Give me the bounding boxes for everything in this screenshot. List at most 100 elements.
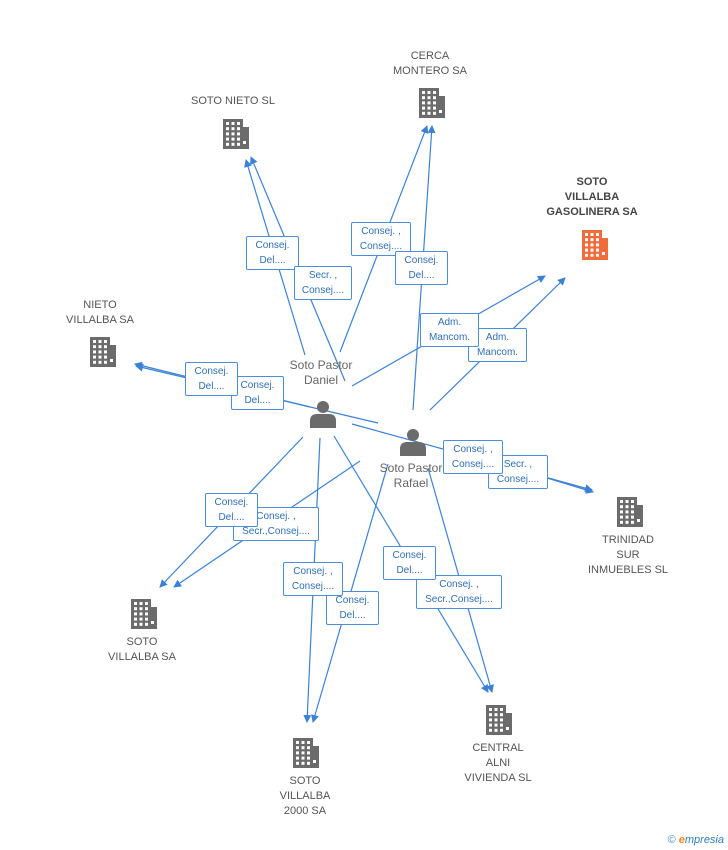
building-window	[93, 355, 96, 359]
role-line: Consej.	[255, 240, 290, 251]
building-window	[104, 360, 107, 364]
building-window	[427, 101, 431, 105]
label-line: GASOLINERA SA	[546, 206, 638, 218]
role-box[interactable]: Adm. Mancom.	[420, 313, 479, 347]
role-box[interactable]: Consej. , Secr.,Consej....	[416, 575, 502, 609]
building-window	[625, 510, 629, 514]
building-window	[585, 233, 588, 236]
role-box[interactable]: Consej. Del....	[383, 546, 436, 580]
company-label-soto-villalba-2000[interactable]: SOTO VILLALBA 2000 SA	[280, 774, 331, 819]
label-line: Soto Pastor	[379, 461, 443, 475]
building-window	[145, 602, 148, 605]
building-window	[307, 761, 310, 765]
building-icon[interactable]	[486, 705, 512, 735]
building-icon[interactable]	[617, 497, 643, 527]
brand-logo: empresia	[679, 834, 724, 846]
building-window	[93, 360, 96, 364]
building-window	[602, 252, 605, 255]
company-label-nieto-villalba[interactable]: NIETO VILLALBA SA	[66, 298, 134, 328]
role-box[interactable]: Consej. Del....	[205, 493, 258, 527]
building-window	[631, 500, 634, 503]
building-window	[134, 602, 137, 605]
building-window	[134, 607, 137, 611]
role-line: Consej. ,	[361, 226, 401, 237]
label-line: CENTRAL	[472, 742, 524, 754]
role-line: Secr. ,	[503, 459, 533, 470]
label-line: Soto Pastor	[289, 358, 353, 372]
role-line: Consej.	[194, 366, 229, 377]
role-box[interactable]: Consej. , Consej....	[443, 440, 503, 474]
role-box[interactable]: Consej. Del....	[231, 376, 284, 410]
building-window	[433, 106, 436, 110]
company-label-cerca-montero[interactable]: CERCA MONTERO SA	[393, 49, 467, 79]
label-line: 2000 SA	[283, 805, 327, 817]
role-line: Secr.,Consej....	[242, 526, 310, 537]
building-window	[590, 233, 594, 236]
icons-layer	[90, 88, 643, 768]
person-icon[interactable]	[400, 429, 426, 456]
role-line: Consej....	[359, 241, 403, 252]
person-label-daniel[interactable]: Soto Pastor Daniel	[290, 358, 353, 388]
label-line: SOTO	[289, 775, 321, 787]
building-window	[301, 756, 305, 760]
building-window	[433, 91, 436, 94]
role-box[interactable]: Consej. Del....	[395, 251, 448, 285]
company-label-trinidad-sur[interactable]: TRINIDAD SUR INMUEBLES SL	[588, 533, 668, 578]
building-icon[interactable]	[223, 119, 249, 149]
building-window	[427, 106, 431, 110]
company-label-central-alni[interactable]: CENTRAL ALNI VIVIENDA SL	[464, 741, 531, 786]
role-line: Consej....	[496, 474, 540, 485]
building-icon[interactable]	[131, 599, 157, 629]
building-window	[494, 713, 498, 717]
building-window	[596, 243, 599, 247]
role-line: Del....	[339, 610, 366, 621]
building-window	[104, 350, 107, 354]
person-label-rafael[interactable]: Soto Pastor Rafael	[380, 461, 443, 491]
company-label-soto-villalba-gasolinera[interactable]: SOTO VILLALBA GASOLINERA SA	[546, 175, 637, 220]
building-window	[422, 101, 425, 105]
role-box[interactable]: Consej. Del....	[326, 591, 379, 625]
building-window	[307, 746, 310, 750]
building-window	[625, 500, 629, 503]
building-window	[98, 350, 102, 354]
building-icon[interactable]	[419, 88, 445, 118]
building-window	[422, 111, 425, 115]
person-body	[310, 414, 336, 428]
building-window	[231, 137, 235, 141]
person-icon[interactable]	[310, 401, 336, 428]
building-window	[226, 137, 229, 141]
building-window	[226, 132, 229, 136]
company-label-soto-villalba-sa[interactable]: SOTO VILLALBA SA	[108, 635, 176, 665]
building-window	[151, 621, 154, 624]
building-window	[422, 96, 425, 100]
role-box[interactable]: Consej. , Consej....	[351, 222, 411, 256]
building-icon[interactable]	[582, 230, 608, 260]
role-line: Secr. ,	[308, 270, 338, 281]
building-window	[98, 360, 102, 364]
label-line: VILLALBA SA	[66, 314, 134, 326]
building-window	[307, 751, 310, 755]
building-window	[98, 345, 102, 349]
building-window	[637, 519, 640, 522]
edges-layer	[134, 125, 594, 723]
role-box[interactable]: Consej. Del....	[185, 362, 238, 396]
building-icon[interactable]	[293, 738, 319, 768]
building-icon[interactable]	[90, 337, 116, 367]
role-box[interactable]: Consej. , Consej....	[283, 562, 343, 596]
building-window	[433, 101, 436, 105]
role-line: Del....	[198, 381, 225, 392]
building-window	[231, 127, 235, 131]
company-label-soto-nieto[interactable]: SOTO NIETO SL	[191, 94, 275, 109]
role-box[interactable]: Secr. , Consej....	[294, 266, 352, 300]
building-window	[93, 340, 96, 343]
building-wing	[600, 238, 608, 260]
building-window	[139, 612, 143, 616]
role-line: Secr.,Consej....	[425, 594, 493, 605]
building-window	[104, 345, 107, 349]
building-window	[596, 238, 599, 242]
building-window	[427, 111, 431, 115]
role-box[interactable]: Consej. Del....	[246, 236, 299, 270]
building-window	[596, 248, 599, 252]
building-window	[590, 243, 594, 247]
